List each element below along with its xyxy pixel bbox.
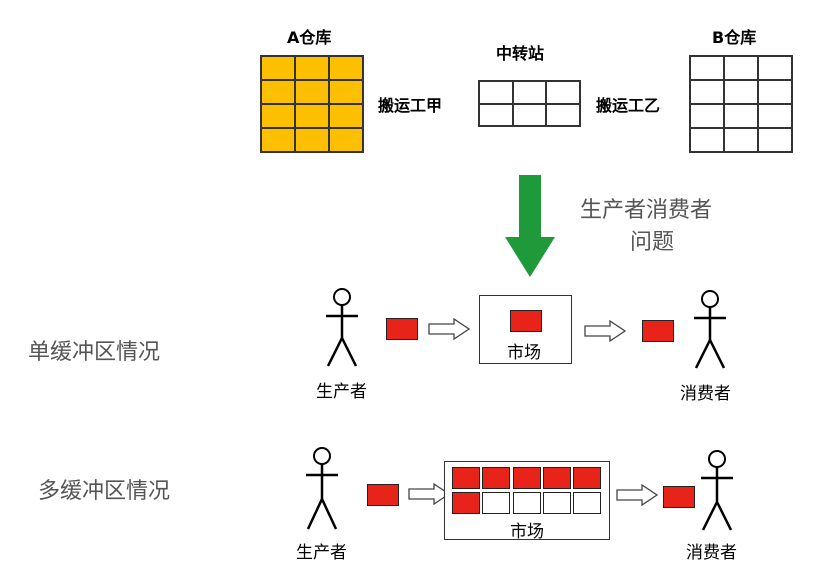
producer-person-icon: [326, 288, 358, 367]
single-producer-label: 生产者: [316, 382, 367, 402]
buffer-slot-empty: [513, 492, 541, 514]
buffer-slot-empty: [543, 492, 571, 514]
single-item-consumed: [642, 320, 674, 342]
single-market-label: 市场: [507, 343, 541, 363]
buffer-slot-full: [482, 467, 510, 489]
buffer-slot-empty: [573, 492, 601, 514]
warehouse-b-label: B仓库: [712, 28, 757, 47]
right-arrow-icon: [408, 483, 450, 505]
warehouse-a-grid: [260, 55, 364, 153]
multi-market-label: 市场: [510, 522, 544, 542]
consumer-person-icon: [701, 450, 733, 531]
right-arrow-icon: [616, 484, 658, 506]
warehouse-b-grid: [689, 55, 793, 153]
down-arrow-icon: [505, 175, 555, 277]
single-market-item: [510, 310, 542, 332]
multi-producer-label: 生产者: [296, 543, 347, 563]
multi-item-consumed: [663, 486, 695, 508]
buffer-slot-full: [452, 467, 480, 489]
buffer-slot-full: [452, 492, 480, 514]
transfer-label: 中转站: [496, 44, 545, 63]
multi-consumer-label: 消费者: [686, 543, 737, 563]
single-item-produced: [386, 318, 418, 340]
single-consumer-label: 消费者: [680, 384, 731, 404]
pc-problem-line2: 问题: [630, 230, 675, 255]
multi-buffer-title: 多缓冲区情况: [38, 479, 171, 504]
worker-b-label: 搬运工乙: [596, 96, 661, 115]
buffer-slot-full: [543, 467, 571, 489]
transfer-grid: [478, 80, 581, 127]
consumer-person-icon: [694, 290, 726, 369]
right-arrow-icon: [584, 320, 626, 342]
worker-a-label: 搬运工甲: [378, 96, 443, 115]
buffer-slot-full: [573, 467, 601, 489]
multi-item-produced: [367, 484, 399, 506]
pc-problem-line1: 生产者消费者: [580, 198, 713, 223]
right-arrow-icon: [428, 318, 470, 340]
buffer-slot-full: [513, 467, 541, 489]
warehouse-a-label: A仓库: [287, 28, 332, 47]
single-buffer-title: 单缓冲区情况: [28, 340, 161, 365]
producer-person-icon: [306, 447, 338, 530]
buffer-slot-empty: [482, 492, 510, 514]
